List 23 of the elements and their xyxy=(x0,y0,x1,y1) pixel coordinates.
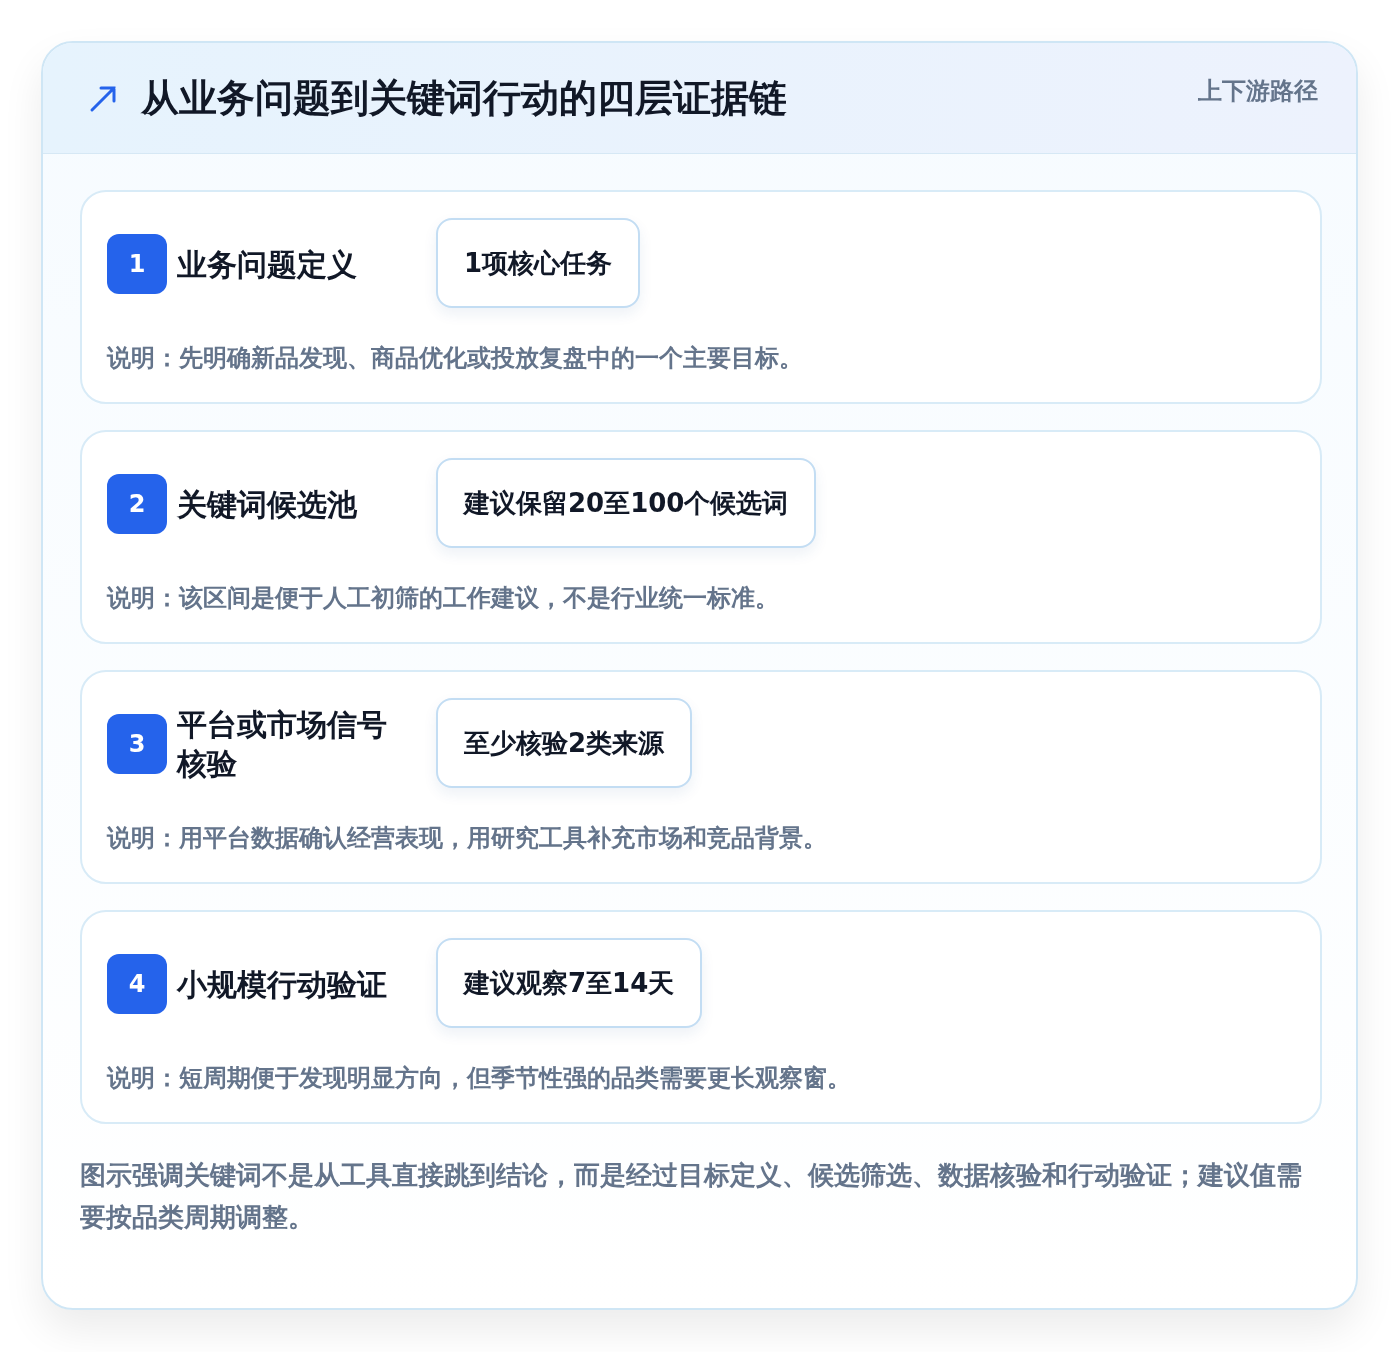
step-card xyxy=(80,910,1322,1124)
metric-tag: 建议保留20至100个候选词 xyxy=(436,458,817,548)
caption: 图示强调关键词不是从工具直接跳到结论，而是经过目标定义、候选筛选、数据核验和行动验证；建议值需要按品类周期调整。 xyxy=(80,1159,1303,1234)
step-title: 小规模行动验证 xyxy=(177,965,388,1004)
step-title: 关键词候选池 xyxy=(177,485,358,524)
step-number-badge: 2 xyxy=(107,474,167,534)
step-description: 说明：短周期便于发现明显方向，但季节性强的品类需要更长观察窗。 xyxy=(107,1063,851,1094)
step-number-badge: 3 xyxy=(107,714,167,774)
step-description: 说明：先明确新品发现、商品优化或投放复盘中的一个主要目标。 xyxy=(107,343,803,374)
step-title: 平台或市场信号核验 xyxy=(177,706,388,783)
diagram-title: 从业务问题到关键词行动的四层证据链 xyxy=(141,75,787,122)
step-title: 业务问题定义 xyxy=(177,245,358,284)
metric-tag: 建议观察7至14天 xyxy=(436,938,703,1028)
step-card xyxy=(80,430,1322,644)
step-number-badge: 1 xyxy=(107,234,167,294)
step-description: 说明：用平台数据确认经营表现，用研究工具补充市场和竞品背景。 xyxy=(107,823,827,854)
step-card xyxy=(80,670,1322,884)
metric-tag: 1项核心任务 xyxy=(436,218,641,308)
step-description: 说明：该区间是便于人工初筛的工作建议，不是行业统一标准。 xyxy=(107,583,779,614)
step-number-badge: 4 xyxy=(107,954,167,1014)
step-card xyxy=(80,190,1322,404)
header-note: 上下游路径 xyxy=(1198,76,1318,107)
metric-tag: 至少核验2类来源 xyxy=(436,698,693,788)
